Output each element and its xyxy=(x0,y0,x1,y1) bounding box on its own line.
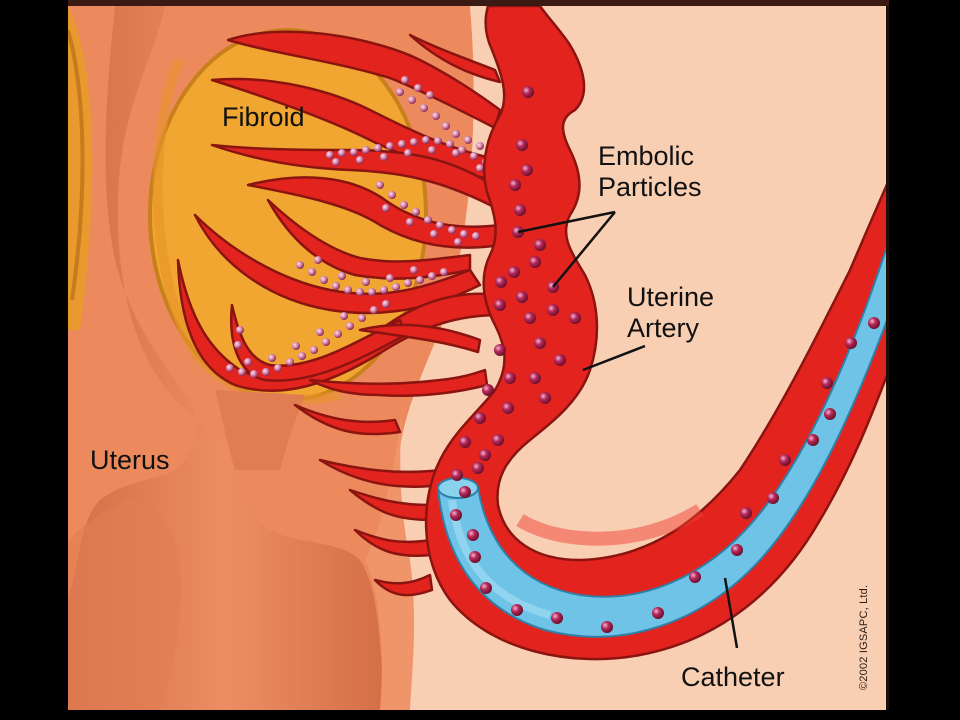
dense-particle-clusters xyxy=(226,76,490,378)
label-catheter: Catheter xyxy=(681,662,785,692)
label-embolic-line1: Embolic xyxy=(598,141,695,171)
leader-embolic-1 xyxy=(517,210,616,234)
leader-uterine-artery xyxy=(582,344,646,372)
uterine-wall-arteries xyxy=(293,33,502,597)
label-uterine-line1: Uterine xyxy=(627,282,715,312)
label-embolic-line2: Particles xyxy=(598,172,702,202)
catheter-tip xyxy=(437,477,479,499)
leader-lines xyxy=(517,210,739,649)
left-fibroid-edge xyxy=(68,6,93,330)
leader-catheter xyxy=(723,577,739,649)
label-embolic-particles: Embolic Particles xyxy=(598,141,702,203)
label-uterus: Uterus xyxy=(90,445,170,475)
embolic-particles xyxy=(450,86,880,633)
label-uterine-artery: Uterine Artery xyxy=(627,282,714,344)
copyright-notice: ©2002 IGSAPC, Ltd. xyxy=(858,584,870,690)
leader-embolic-2 xyxy=(552,211,616,288)
label-uterine-line2: Artery xyxy=(627,313,700,343)
label-fibroid: Fibroid xyxy=(222,102,305,132)
catheter xyxy=(436,239,889,638)
